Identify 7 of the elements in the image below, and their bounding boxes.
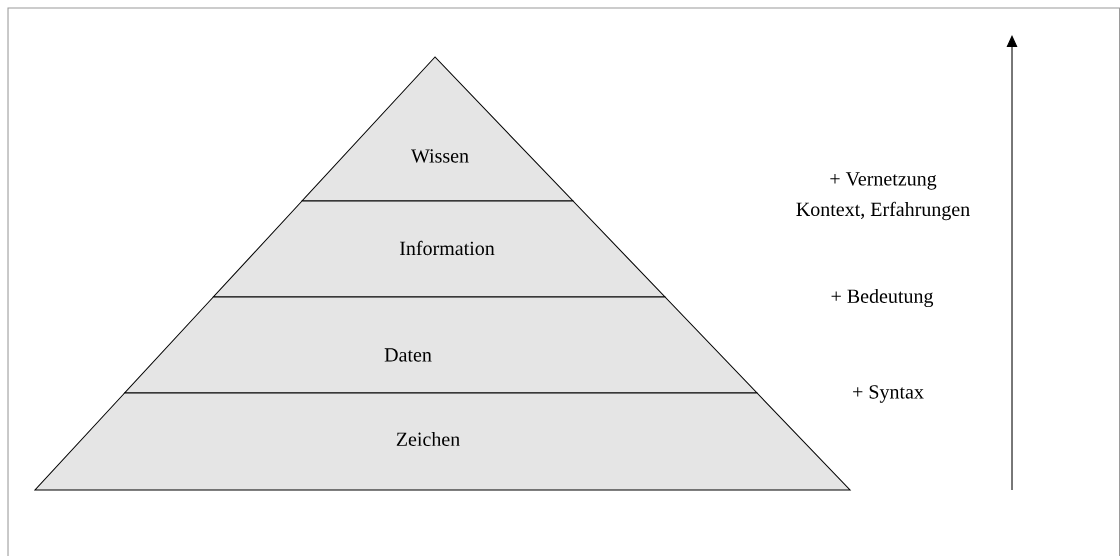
pyramid-band: Daten bbox=[123, 296, 759, 394]
layer-label: + Syntax bbox=[853, 385, 924, 403]
pyramid-band: Information bbox=[212, 200, 667, 298]
layer-label: + Bedeutung bbox=[831, 288, 934, 308]
pyramid-band: Zeichen bbox=[33, 392, 852, 491]
layer-label: + Vernetzung bbox=[830, 172, 937, 190]
layer-label: Kontext, Erfahrungen bbox=[796, 201, 970, 221]
